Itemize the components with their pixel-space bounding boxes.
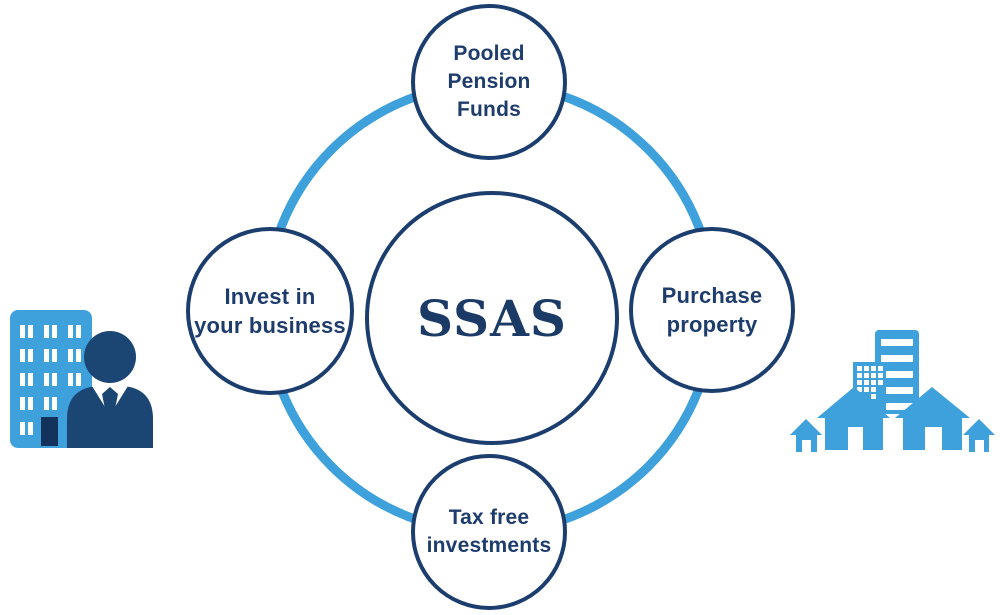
- node-label-line: your business: [194, 313, 346, 338]
- large-house-left-icon: [817, 387, 890, 450]
- building-windows: [20, 325, 81, 435]
- node-label: Purchase property: [662, 281, 763, 339]
- node-label: Tax free investments: [427, 504, 552, 559]
- tie: [102, 387, 118, 419]
- node-label-line: Pooled: [453, 42, 525, 66]
- node-label-line: investments: [426, 534, 552, 557]
- node-label: Pooled Pension Funds: [447, 40, 530, 123]
- node-purchase-property: Purchase property: [629, 227, 795, 393]
- ssas-title: SSAS: [416, 288, 568, 348]
- person-head: [84, 331, 136, 383]
- node-label-line: Funds: [457, 97, 521, 121]
- building-door: [41, 417, 58, 446]
- business-person-icon: [67, 331, 153, 448]
- node-label-line: property: [666, 312, 758, 337]
- node-label-line: Pension: [447, 70, 531, 94]
- node-label-line: Invest in: [224, 283, 316, 309]
- small-house-right-icon: [963, 419, 995, 452]
- node-tax-free-investments: Tax free investments: [411, 454, 567, 610]
- node-label-line: Purchase: [661, 282, 763, 308]
- center-node-ssas: SSAS: [365, 191, 619, 445]
- node-pooled-pension-funds: Pooled Pension Funds: [411, 4, 567, 160]
- large-house-right-icon: [895, 387, 970, 450]
- company-owner-icon: [10, 310, 153, 448]
- small-house-left-icon: [790, 419, 822, 452]
- node-invest-in-your-business: Invest in your business: [186, 227, 354, 395]
- node-label-line: Tax free: [448, 506, 530, 530]
- node-label: Invest in your business: [194, 282, 346, 340]
- property-portfolio-icon: [790, 330, 995, 452]
